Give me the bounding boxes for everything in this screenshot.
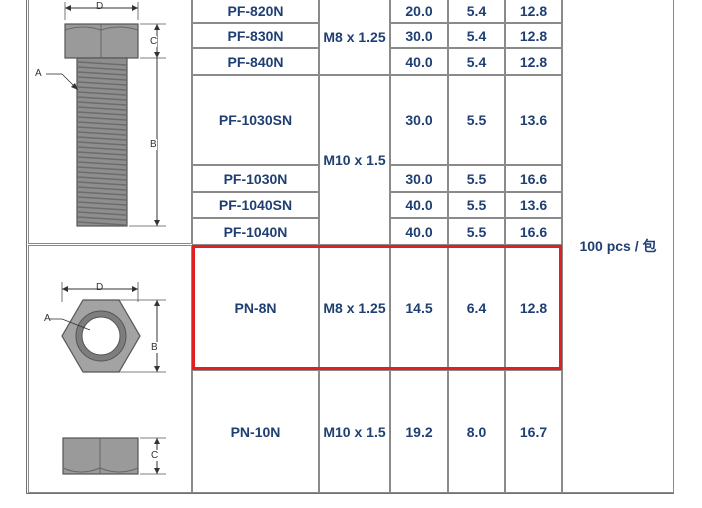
value-cell-c1: 40.0 xyxy=(390,192,448,218)
value-cell-c1: 30.0 xyxy=(390,75,448,165)
thread-line xyxy=(77,206,127,211)
thread-line xyxy=(77,116,127,121)
thread-line xyxy=(77,176,127,181)
part-number-cell: PF-820N xyxy=(192,0,319,23)
part-number-cell: PF-1030N xyxy=(192,165,319,192)
nut-dim-d-label: D xyxy=(96,282,104,293)
thread-line xyxy=(77,146,127,151)
thread-line xyxy=(77,131,127,136)
value-cell-c3: 16.6 xyxy=(505,165,562,192)
value-cell-c2: 5.4 xyxy=(448,0,505,23)
nut-dim-b-label: B xyxy=(151,342,158,353)
value-cell-c3: 12.8 xyxy=(505,0,562,23)
thread-line xyxy=(77,66,127,71)
value-cell-c2: 5.5 xyxy=(448,165,505,192)
thread-size-cell: M8 x 1.25 xyxy=(319,0,390,75)
part-number-cell: PN-8N xyxy=(192,245,319,370)
thread-line xyxy=(77,196,127,201)
thread-line xyxy=(77,166,127,171)
thread-line xyxy=(77,71,127,76)
value-cell-c1: 30.0 xyxy=(390,23,448,48)
bolt-drawing-cell xyxy=(28,0,192,244)
value-cell-c1: 19.2 xyxy=(390,370,448,493)
packaging-cell: 100 pcs / 包 xyxy=(562,0,674,493)
thread-line xyxy=(77,156,127,161)
value-cell-c2: 5.5 xyxy=(448,218,505,245)
value-cell-c3: 12.8 xyxy=(505,245,562,370)
value-cell-c1: 20.0 xyxy=(390,0,448,23)
thread-line xyxy=(77,181,127,186)
part-number-cell: PF-1040SN xyxy=(192,192,319,218)
nut-dim-a-label: A xyxy=(44,313,51,324)
thread-line xyxy=(77,171,127,176)
thread-line xyxy=(77,76,127,81)
value-cell-c3: 16.7 xyxy=(505,370,562,493)
value-cell-c3: 13.6 xyxy=(505,192,562,218)
part-number-cell: PF-830N xyxy=(192,23,319,48)
thread-line xyxy=(77,151,127,156)
value-cell-c3: 13.6 xyxy=(505,75,562,165)
bolt-dim-d-label: D xyxy=(96,1,104,12)
value-cell-c1: 40.0 xyxy=(390,218,448,245)
part-number-cell: PF-840N xyxy=(192,48,319,75)
thread-line xyxy=(77,136,127,141)
value-cell-c3: 12.8 xyxy=(505,23,562,48)
value-cell-c2: 5.5 xyxy=(448,75,505,165)
thread-line xyxy=(77,96,127,101)
thread-line xyxy=(77,126,127,131)
bolt-dim-c-label: C xyxy=(150,36,158,47)
thread-size-cell: M10 x 1.5 xyxy=(319,370,390,493)
thread-line xyxy=(77,106,127,111)
value-cell-c2: 6.4 xyxy=(448,245,505,370)
thread-line xyxy=(77,61,127,66)
thread-line xyxy=(77,216,127,221)
value-cell-c1: 14.5 xyxy=(390,245,448,370)
thread-line xyxy=(77,161,127,166)
thread-line xyxy=(77,86,127,91)
nut-drawing-cell xyxy=(28,245,192,493)
nut-dim-c-label: C xyxy=(151,450,159,461)
thread-line xyxy=(77,211,127,216)
thread-line xyxy=(77,121,127,126)
value-cell-c3: 12.8 xyxy=(505,48,562,75)
thread-line xyxy=(77,141,127,146)
value-cell-c1: 30.0 xyxy=(390,165,448,192)
value-cell-c2: 5.4 xyxy=(448,23,505,48)
value-cell-c2: 8.0 xyxy=(448,370,505,493)
value-cell-c3: 16.6 xyxy=(505,218,562,245)
bolt-dim-a-label: A xyxy=(35,68,42,79)
part-number-cell: PN-10N xyxy=(192,370,319,493)
thread-line xyxy=(77,101,127,106)
thread-line xyxy=(77,221,127,226)
thread-size-cell: M8 x 1.25 xyxy=(319,245,390,370)
thread-line xyxy=(77,81,127,86)
part-number-cell: PF-1040N xyxy=(192,218,319,245)
thread-line xyxy=(77,111,127,116)
value-cell-c2: 5.5 xyxy=(448,192,505,218)
thread-line xyxy=(77,91,127,96)
value-cell-c2: 5.4 xyxy=(448,48,505,75)
thread-line xyxy=(77,191,127,196)
part-number-cell: PF-1030SN xyxy=(192,75,319,165)
thread-line xyxy=(77,186,127,191)
thread-size-cell: M10 x 1.5 xyxy=(319,75,390,245)
thread-line xyxy=(77,201,127,206)
value-cell-c1: 40.0 xyxy=(390,48,448,75)
bolt-dim-b-label: B xyxy=(150,139,157,150)
